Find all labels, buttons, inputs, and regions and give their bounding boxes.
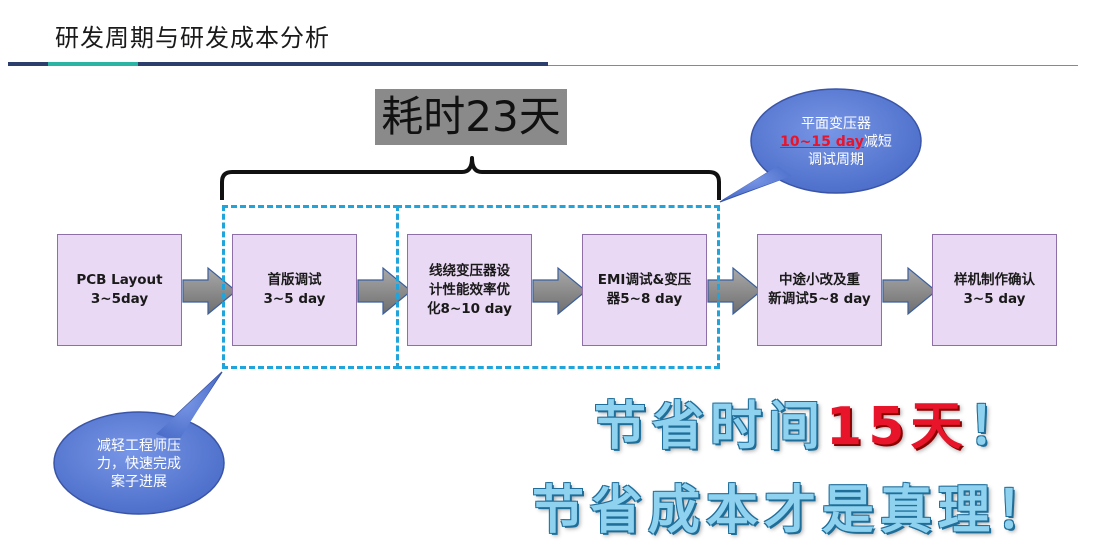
slogan-save-time: 节省时间15天！	[594, 397, 1027, 457]
brace	[220, 156, 721, 200]
title-rule-thin	[548, 65, 1078, 66]
step-emi-debug: EMI调试&变压器5~8 day	[582, 234, 707, 346]
callout-bottom: 减轻工程师压 力，快速完成 案子进展	[97, 438, 181, 490]
arrow-3	[532, 266, 587, 316]
arrow-5	[882, 266, 937, 316]
callout-top: 平面变压器 10~15 day减短 调试周期	[780, 116, 892, 168]
callout-top-shape	[719, 88, 922, 203]
dashed-group-box-2	[396, 205, 720, 369]
arrow-4	[707, 266, 762, 316]
title-rule	[8, 62, 548, 66]
page-title: 研发周期与研发成本分析	[55, 24, 330, 52]
step-wound-transformer: 线绕变压器设计性能效率优化8~10 day	[407, 234, 532, 346]
slogan-save-cost: 节省成本才是真理！	[532, 481, 1055, 541]
callout-bottom-shape	[53, 371, 225, 515]
elapsed-time-label: 耗时23天	[375, 89, 567, 145]
step-minor-change: 中途小改及重新调试5~8 day	[757, 234, 882, 346]
